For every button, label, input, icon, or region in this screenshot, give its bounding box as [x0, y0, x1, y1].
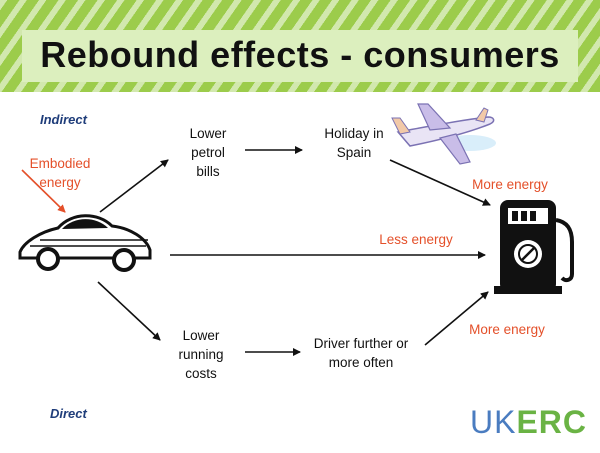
arrow-car-to-running [97, 281, 161, 341]
slide-title: Rebound effects - consumers [40, 34, 560, 75]
logo-uk: UK [470, 404, 517, 440]
label-direct: Direct [50, 406, 87, 421]
car-icon [18, 214, 152, 272]
label-embodied-energy: Embodied energy [29, 156, 91, 190]
arrow-embodied-to-car [21, 169, 66, 213]
arrow-car-to-petrol [99, 159, 169, 213]
label-driver-further: Driver further or more often [313, 336, 409, 370]
ukerc-logo: UKERC [470, 404, 587, 441]
airplane-icon [391, 103, 496, 165]
label-more-energy-bottom: More energy [469, 322, 545, 337]
label-lower-petrol-bills: Lower petrol bills [189, 126, 227, 179]
label-less-energy: Less energy [379, 232, 453, 247]
title-banner [0, 0, 600, 92]
title-band [22, 30, 578, 82]
arrow-driver-to-pump [424, 291, 489, 346]
label-more-energy-top: More energy [472, 177, 548, 192]
label-holiday-in-spain: Holiday in Spain [324, 126, 384, 160]
label-lower-running-costs: Lower running costs [178, 328, 224, 381]
fuel-pump-icon [494, 200, 574, 294]
arrow-holiday-to-pump [389, 159, 491, 206]
label-indirect: Indirect [40, 112, 87, 127]
logo-erc: ERC [516, 404, 588, 440]
